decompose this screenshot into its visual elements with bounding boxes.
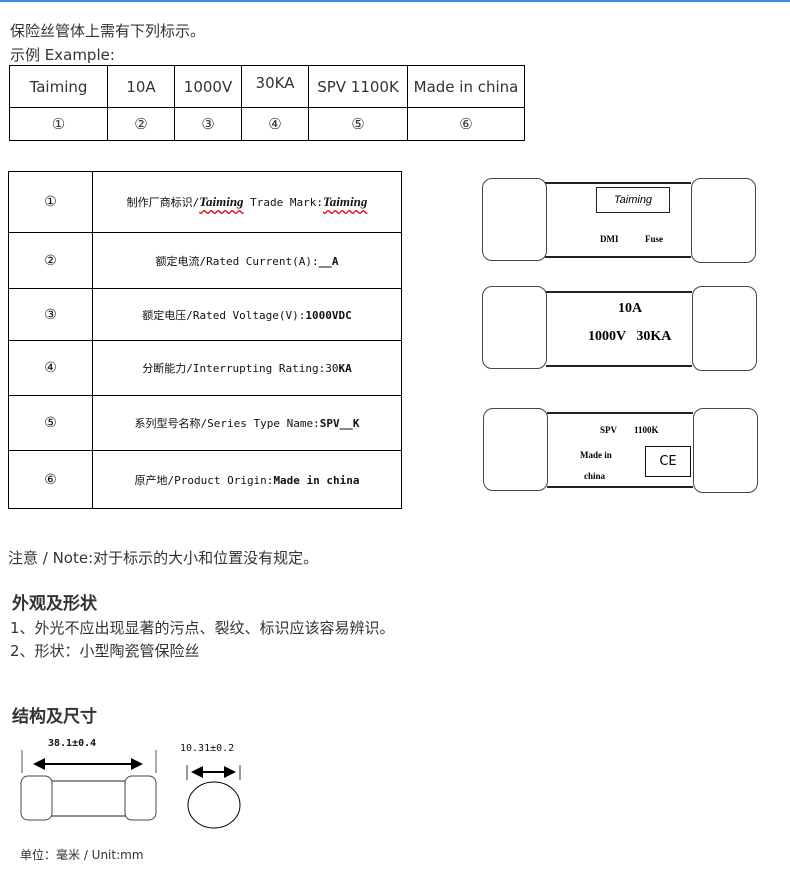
fuse-text: 10A [618, 301, 643, 316]
length-dimension: 38.1±0.4 [48, 738, 97, 749]
fuse-text: china [584, 471, 606, 481]
fuse-cap [483, 408, 548, 491]
spec-desc: 额定电压/Rated Voltage(V):1000VDC [92, 288, 402, 341]
spec-label: 制作厂商标识/ [126, 196, 200, 209]
spec-value: 1000VDC [305, 308, 352, 322]
spec-label: 系列型号名称/Series Type Name: [134, 417, 320, 430]
unit-label: 单位：毫米 / Unit:mm [20, 848, 144, 862]
spec-label: 分断能力/Interrupting Rating:30 [142, 362, 339, 375]
intro-text: 保险丝管体上需有下列标示。 [10, 22, 206, 40]
spec-table: ① 制作厂商标识/Taiming Trade Mark:Taiming ② 额定… [8, 171, 402, 509]
brand-name: Taiming [199, 194, 244, 209]
spec-num: ① [8, 171, 93, 233]
example-num: ④ [241, 107, 309, 141]
spec-value: __A [318, 254, 339, 268]
spec-value: Made in china [273, 473, 360, 487]
example-num: ⑥ [407, 107, 525, 141]
fuse-cap [693, 408, 758, 493]
fuse-cap [482, 286, 547, 369]
spec-label: 额定电压/Rated Voltage(V): [142, 308, 306, 322]
fuse-text: 1000V 30KA [588, 329, 672, 344]
example-table: Taiming 10A 1000V 30KA SPV 1100K Made in… [9, 65, 525, 141]
structure-heading: 结构及尺寸 [12, 707, 97, 727]
example-num: ① [9, 107, 108, 141]
example-num: ② [107, 107, 175, 141]
fuse-cap [482, 178, 547, 261]
diameter-dimension: 10.31±0.2 [180, 743, 235, 754]
spec-num: ④ [8, 340, 93, 396]
fuse-text: SPV [600, 425, 618, 435]
ce-mark-icon: CE [645, 446, 691, 477]
fuse-cap [692, 286, 757, 371]
spec-label: 额定电流/Rated Current(A): [155, 254, 319, 268]
fuse-cap [691, 178, 756, 263]
appearance-item: 1、外光不应出现显著的污点、裂纹、标识应该容易辨识。 [10, 619, 395, 637]
example-label: 示例 Example: [10, 46, 115, 64]
example-cell: 30KA [241, 65, 309, 108]
appearance-heading: 外观及形状 [12, 594, 97, 614]
spec-label: 原产地/Product Origin: [134, 473, 274, 487]
example-cell: Made in china [407, 65, 525, 108]
spec-label: Trade Mark: [243, 196, 324, 209]
spec-value: SPV__K [319, 417, 360, 430]
spec-value: KA [338, 362, 352, 375]
appearance-item: 2、形状：小型陶瓷管保险丝 [10, 642, 200, 660]
brand-name: Taiming [323, 194, 368, 209]
fuse-text: DMI [600, 234, 619, 244]
example-cell: SPV 1100K [308, 65, 408, 108]
fuse-text: Made in [580, 450, 612, 460]
top-border [0, 0, 790, 2]
spec-desc: 原产地/Product Origin:Made in china [92, 450, 402, 509]
spec-desc: 制作厂商标识/Taiming Trade Mark:Taiming [92, 171, 402, 233]
fuse-text: Fuse [645, 234, 663, 244]
brand-label: Taiming [596, 187, 670, 213]
note-text: 注意 / Note:对于标示的大小和位置没有规定。 [8, 549, 319, 567]
spec-desc: 额定电流/Rated Current(A):__A [92, 232, 402, 289]
spec-num: ③ [8, 288, 93, 341]
fuse-text: 1100K [634, 425, 659, 435]
